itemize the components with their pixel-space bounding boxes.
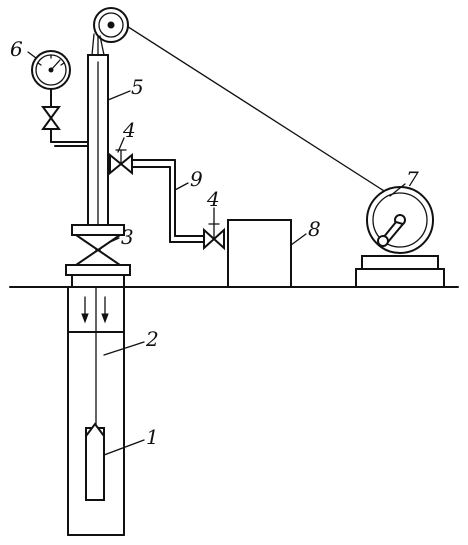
label-1: 1 [146, 425, 159, 449]
wellhead-gate-valve [65, 224, 131, 288]
pipeline [107, 159, 205, 243]
label-4-lower: 4 [206, 187, 220, 211]
sheave-pulley [91, 7, 129, 56]
label-7: 7 [406, 167, 419, 191]
gauge-line [41, 88, 89, 147]
label-3: 3 [121, 225, 134, 249]
winch-drum [366, 186, 434, 254]
leader-lines [27, 51, 406, 456]
label-9: 9 [190, 167, 203, 191]
downhole-instrument [85, 427, 105, 501]
tank-unit [227, 219, 292, 288]
label-8: 8 [308, 217, 321, 241]
label-4-upper: 4 [122, 118, 136, 142]
winch-base [355, 255, 445, 288]
instrument-head [85, 422, 105, 437]
pressure-gauge [31, 50, 71, 90]
label-2: 2 [145, 327, 159, 351]
label-5: 5 [131, 75, 144, 99]
lubricator-column [87, 54, 109, 226]
label-6: 6 [10, 37, 23, 61]
upper-valve [109, 149, 133, 176]
flow-arrows [81, 296, 109, 324]
lower-valve [203, 223, 225, 251]
